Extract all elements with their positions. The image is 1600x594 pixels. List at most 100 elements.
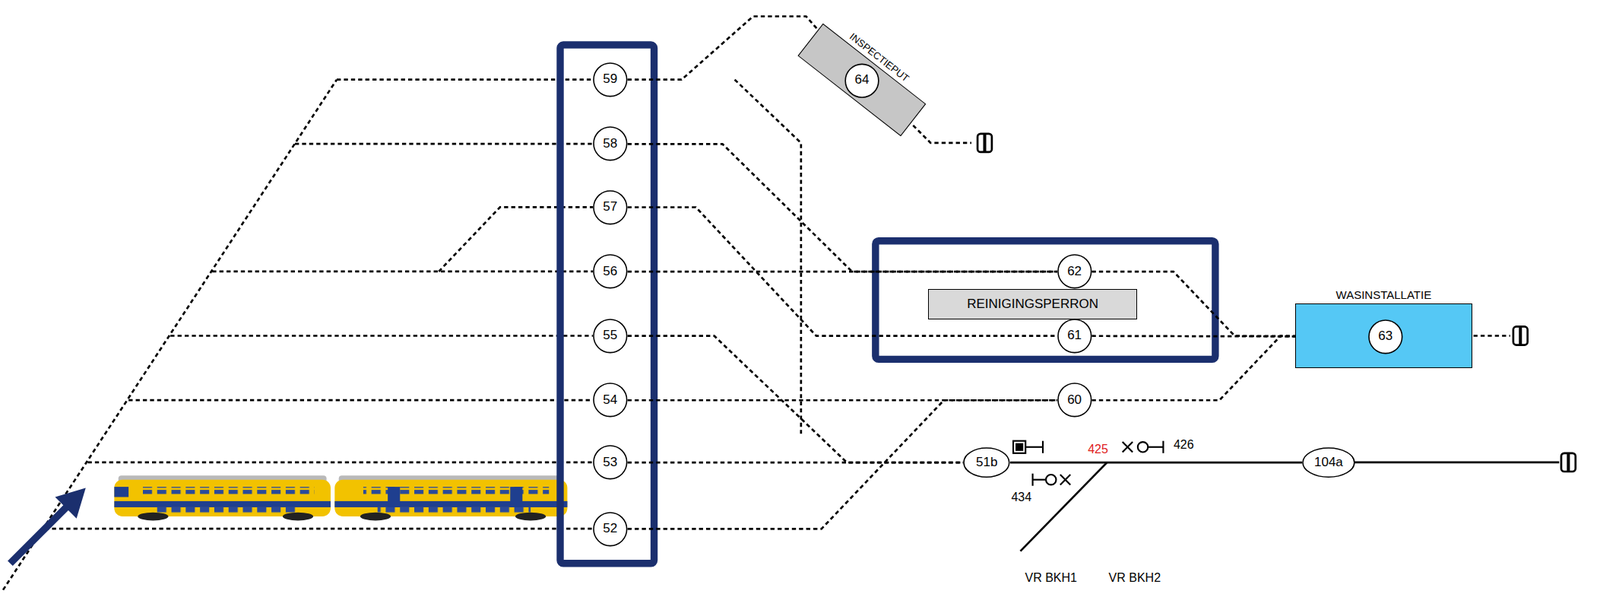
- buffer-stop: [982, 133, 986, 153]
- node-text: 55: [602, 328, 618, 343]
- train: [515, 512, 546, 521]
- dashed-track: [87, 461, 593, 464]
- signal-symbol: [1122, 441, 1133, 452]
- track-circle: 53: [592, 444, 628, 480]
- signal-symbol: [1045, 474, 1056, 485]
- node-text: 54: [602, 392, 618, 408]
- buffer-stop: [977, 133, 992, 153]
- circle-outline: [593, 445, 628, 479]
- track-label: VR BKH2: [1108, 570, 1161, 585]
- node-text: 52: [602, 521, 618, 536]
- buffer-stop: [1566, 453, 1570, 472]
- circle-outline: [1058, 319, 1092, 353]
- circle-outline: [845, 63, 880, 98]
- node-text: 51b: [975, 455, 998, 470]
- washing-installation-box: WASINSTALLATIE63: [1295, 303, 1472, 368]
- track-ellipse: 51b: [963, 446, 1011, 478]
- signal-symbol: [1137, 441, 1148, 452]
- dashed-track: [44, 527, 593, 530]
- train: [137, 512, 168, 521]
- node-text: 58: [602, 136, 618, 152]
- train: [334, 500, 568, 507]
- train: [377, 506, 531, 514]
- signal-symbol: [1060, 474, 1071, 485]
- signal-symbol: [1025, 446, 1043, 448]
- train: [114, 500, 331, 507]
- buffer-stop: [1518, 326, 1522, 345]
- signal-symbol: [1122, 441, 1133, 452]
- highlight-frame: [875, 240, 1216, 360]
- highlight-frame: [560, 44, 655, 564]
- circle-outline: [593, 63, 628, 97]
- solid-track: [1020, 462, 1559, 552]
- track-circle: 58: [592, 126, 628, 162]
- node-text: REINIGINGSPERRON: [966, 297, 1099, 312]
- circle-outline: [1058, 254, 1092, 289]
- dashed-track: [627, 270, 1058, 273]
- node-text: 61: [1067, 328, 1082, 343]
- train: [282, 512, 314, 521]
- circle-outline: [1368, 320, 1403, 354]
- train: [152, 506, 296, 514]
- signal-symbol: [1013, 440, 1026, 454]
- track-circle: 56: [592, 253, 628, 289]
- track-circle: 52: [592, 511, 628, 547]
- train: [360, 512, 391, 521]
- node-text: 62: [1067, 264, 1082, 279]
- dashed-track: [294, 142, 593, 146]
- signal-symbol: [1147, 446, 1163, 448]
- dashed-track: [3, 79, 1511, 590]
- circle-outline: [1302, 447, 1355, 477]
- track-circle: 55: [592, 318, 628, 354]
- dashed-track: [438, 206, 593, 272]
- direction-arrow: [54, 487, 86, 518]
- train: [142, 486, 315, 494]
- circle-outline: [593, 190, 628, 225]
- node-text: 56: [602, 264, 618, 279]
- track-circle: 54: [592, 382, 628, 418]
- node-text: 59: [602, 72, 618, 87]
- km-marker: 425: [1087, 442, 1109, 457]
- cleaning-platform-box: REINIGINGSPERRON: [928, 288, 1138, 320]
- track-label: VR BKH1: [1025, 570, 1078, 585]
- track-circle: 59: [592, 62, 628, 98]
- track-circle: 60: [1057, 382, 1093, 418]
- signal-symbol: [1042, 440, 1044, 454]
- dashed-track: [212, 270, 593, 273]
- track-ellipse: 104a: [1302, 446, 1356, 478]
- facility-heading: WASINSTALLATIE: [1336, 288, 1433, 302]
- direction-arrow: [9, 506, 67, 564]
- signal-symbol: [1016, 443, 1023, 450]
- circle-outline: [593, 383, 628, 417]
- track-circle: 63: [1368, 319, 1404, 355]
- track-circle: 64: [845, 63, 881, 99]
- node-text: 60: [1067, 392, 1082, 408]
- signal-symbol: [1032, 478, 1046, 481]
- train: [114, 486, 129, 497]
- circle-outline: [593, 254, 628, 289]
- track-circle: 57: [592, 190, 628, 225]
- train: [334, 479, 568, 517]
- dashed-track: [170, 334, 593, 337]
- train: [510, 486, 523, 507]
- node-text: 63: [1378, 329, 1393, 344]
- track-circle: 62: [1057, 253, 1093, 289]
- train: [387, 486, 400, 507]
- node-text: 104a: [1314, 455, 1344, 470]
- node-text: 64: [855, 73, 870, 89]
- signal-symbol: [1162, 440, 1164, 454]
- train: [114, 475, 568, 520]
- dashed-track: [336, 78, 593, 81]
- solid-track: [1010, 461, 1303, 464]
- dashed-track: [627, 461, 964, 464]
- circle-outline: [1058, 383, 1092, 417]
- signal-symbol: [1060, 474, 1071, 485]
- node-text: 57: [602, 199, 618, 215]
- dashed-track: [627, 399, 1058, 529]
- circle-outline: [593, 512, 628, 546]
- dashed-track: [627, 399, 1058, 402]
- track-circle: 61: [1057, 318, 1093, 354]
